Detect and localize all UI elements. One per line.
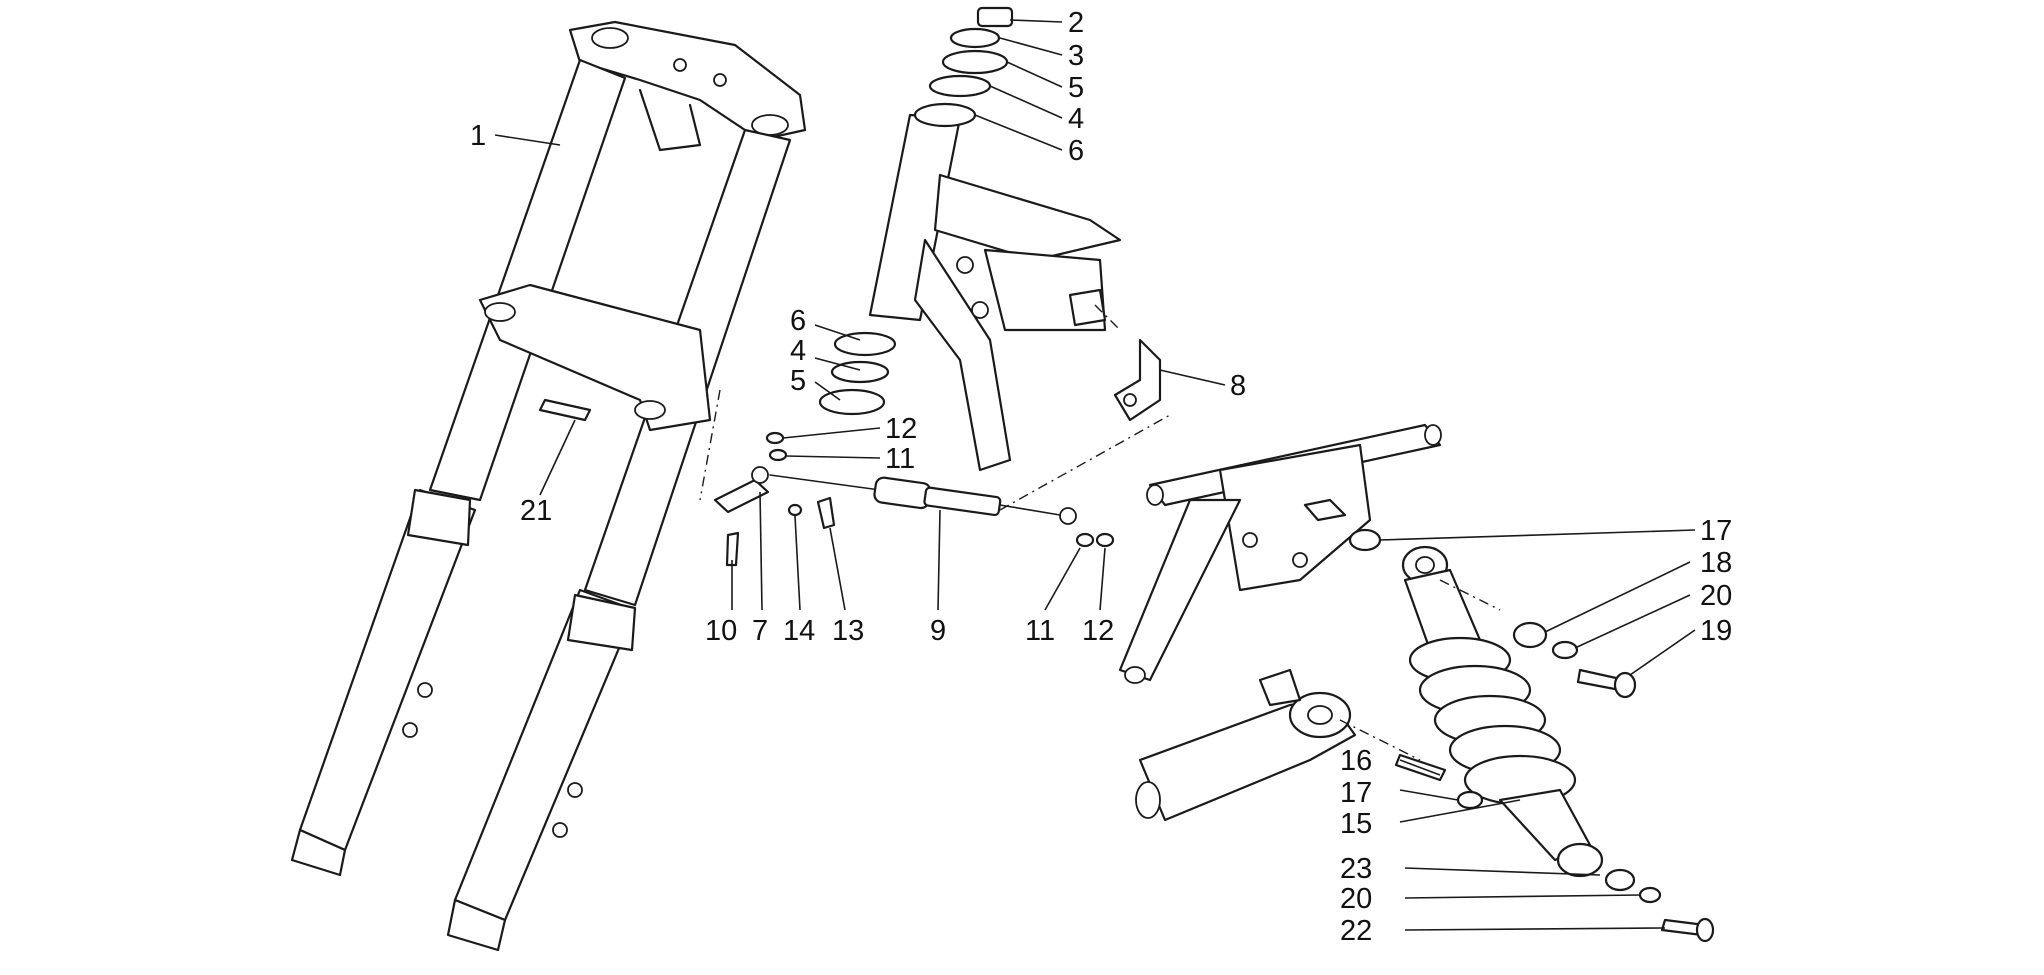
callout-23: 23 (1340, 853, 1372, 885)
front-fork-assembly (290, 20, 807, 952)
callout-5-upper: 5 (1068, 72, 1084, 104)
callout-1: 1 (470, 120, 486, 152)
callout-4-lower: 4 (790, 335, 806, 367)
callout-19: 19 (1700, 615, 1732, 647)
callout-13: 13 (832, 615, 864, 647)
steering-bearings (818, 6, 1014, 416)
callout-12-lower: 12 (1082, 615, 1114, 647)
callout-17-upper: 17 (1700, 515, 1732, 547)
callout-labels: 1 2 3 5 4 6 6 4 5 8 12 11 21 10 7 14 13 … (470, 7, 1732, 947)
callout-21: 21 (520, 495, 552, 527)
callout-22: 22 (1340, 915, 1372, 947)
callout-11-upper: 11 (885, 443, 915, 475)
callout-17-lower: 17 (1340, 777, 1372, 809)
callout-15: 15 (1340, 808, 1372, 840)
callout-4-upper: 4 (1068, 103, 1084, 135)
callout-6-lower: 6 (790, 305, 806, 337)
rear-shock-absorber (1348, 528, 1715, 943)
callout-7: 7 (752, 615, 768, 647)
callout-14: 14 (783, 615, 815, 647)
alignment-lines (699, 304, 1501, 761)
leader-lines (494, 19, 1696, 931)
callout-2: 2 (1068, 7, 1084, 39)
callout-16: 16 (1340, 745, 1372, 777)
callout-11-lower: 11 (1025, 615, 1055, 647)
rear-frame-section (1118, 423, 1442, 684)
callout-12-upper: 12 (885, 413, 917, 445)
bracket-8 (1068, 288, 1162, 422)
callout-6-upper: 6 (1068, 135, 1084, 167)
steering-head-frame (868, 113, 1122, 472)
steering-damper (713, 431, 1115, 567)
callout-20-lower: 20 (1340, 883, 1372, 915)
callout-5-lower: 5 (790, 365, 806, 397)
swingarm (1135, 668, 1357, 822)
callout-20-upper: 20 (1700, 580, 1732, 612)
callout-3: 3 (1068, 40, 1084, 72)
callout-8: 8 (1230, 370, 1246, 402)
callout-9: 9 (930, 615, 946, 647)
callout-10: 10 (705, 615, 737, 647)
callout-18: 18 (1700, 547, 1732, 579)
